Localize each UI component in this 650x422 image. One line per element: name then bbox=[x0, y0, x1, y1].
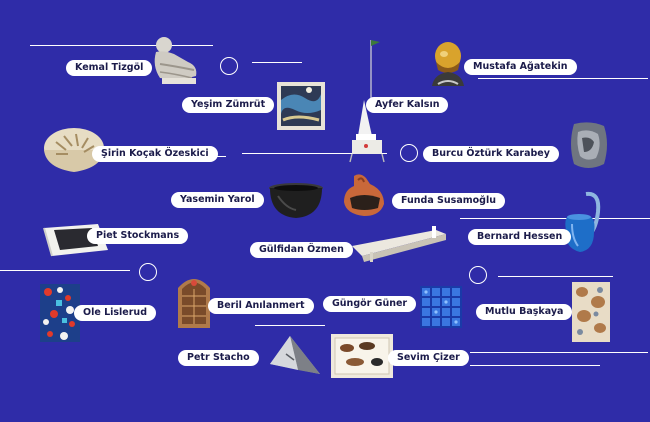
artist-pill-kemal-tizgol[interactable]: Kemal Tizgöl bbox=[66, 60, 153, 76]
connector-line bbox=[498, 276, 613, 277]
golden-head-sculpture-icon[interactable] bbox=[428, 40, 468, 88]
faceted-stone-icon[interactable] bbox=[268, 334, 322, 378]
connector-line bbox=[242, 153, 387, 154]
ceramic-tile-icon[interactable] bbox=[275, 80, 327, 132]
blue-tile-panel-icon[interactable] bbox=[420, 286, 462, 328]
artist-pill-mustafa-agatekin[interactable]: Mustafa Ağatekin bbox=[464, 59, 577, 75]
artist-pill-petr-stacho[interactable]: Petr Stacho bbox=[178, 350, 259, 366]
connector-line bbox=[255, 325, 325, 326]
connector-line bbox=[460, 218, 650, 219]
circle-marker-icon bbox=[139, 263, 157, 281]
artist-pill-yesim-zumrut[interactable]: Yeşim Zümrüt bbox=[182, 97, 275, 113]
black-pot-icon[interactable] bbox=[266, 182, 326, 220]
patterned-tile-icon[interactable] bbox=[40, 284, 80, 342]
carved-bowl-icon[interactable] bbox=[42, 124, 106, 178]
seated-figure-sculpture-icon[interactable] bbox=[150, 36, 208, 86]
stone-relief-icon[interactable] bbox=[568, 120, 610, 172]
artist-pill-gulfidan-ozmen[interactable]: Gülfidan Özmen bbox=[250, 242, 353, 258]
vessel-collage-panel-icon[interactable] bbox=[572, 282, 610, 342]
ornate-door-icon[interactable] bbox=[176, 272, 212, 330]
connector-line bbox=[470, 365, 600, 366]
circle-marker-icon bbox=[220, 57, 238, 75]
artist-pill-gungor-guner[interactable]: Güngör Güner bbox=[323, 296, 417, 312]
connector-line bbox=[0, 270, 130, 271]
connector-line bbox=[478, 78, 648, 79]
artist-pill-piet-stockmans[interactable]: Piet Stockmans bbox=[87, 228, 189, 244]
artist-pill-ole-lislerud[interactable]: Ole Lislerud bbox=[74, 305, 156, 321]
artist-pill-sirin-kocak-ozeskici[interactable]: Şirin Koçak Özeskici bbox=[92, 146, 218, 162]
connector-line bbox=[470, 352, 648, 353]
blue-glass-vessel-icon[interactable] bbox=[560, 190, 604, 256]
circle-marker-icon bbox=[469, 266, 487, 284]
box-with-objects-icon[interactable] bbox=[331, 334, 393, 378]
artist-pill-beril-anilanmert[interactable]: Beril Anılanmert bbox=[208, 298, 314, 314]
artist-pill-burcu-ozturk-karabey[interactable]: Burcu Öztürk Karabey bbox=[423, 146, 559, 162]
circle-marker-icon bbox=[400, 144, 418, 162]
artist-pill-mutlu-baskaya[interactable]: Mutlu Başkaya bbox=[476, 304, 573, 320]
connector-line bbox=[30, 45, 213, 46]
artist-pill-sevim-cizer[interactable]: Sevim Çizer bbox=[388, 350, 469, 366]
artist-pill-funda-susamoglu[interactable]: Funda Susamoğlu bbox=[392, 193, 505, 209]
connector-line bbox=[252, 62, 302, 63]
artist-pill-ayfer-kalsin[interactable]: Ayfer Kalsın bbox=[366, 97, 449, 113]
terracotta-bag-icon[interactable] bbox=[340, 172, 388, 218]
white-ceramic-slab-icon[interactable] bbox=[350, 224, 450, 264]
artist-pill-yasemin-yarol[interactable]: Yasemin Yarol bbox=[171, 192, 264, 208]
artist-pill-bernard-hessen[interactable]: Bernard Hessen bbox=[468, 229, 572, 245]
cone-figure-with-flag-icon[interactable] bbox=[344, 36, 388, 164]
